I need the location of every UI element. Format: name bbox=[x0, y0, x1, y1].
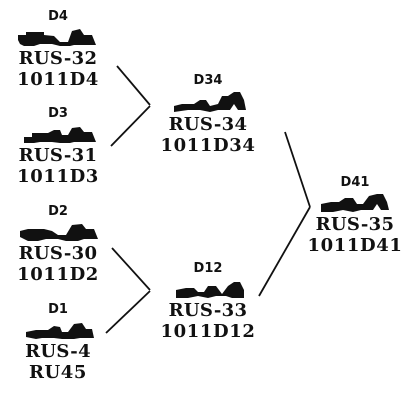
node-d3-tag: D3 bbox=[48, 106, 68, 121]
tread-profile-icon bbox=[321, 194, 389, 212]
node-d1-sub: RU45 bbox=[28, 362, 88, 383]
node-d1-code: RUS-4 bbox=[25, 341, 91, 362]
tread-profile-icon bbox=[24, 127, 96, 143]
node-d34-sub: 1011D34 bbox=[160, 135, 256, 156]
node-d34-code: RUS-34 bbox=[168, 114, 248, 135]
edge-d12-d41 bbox=[258, 206, 311, 297]
edge-d4-d34 bbox=[116, 65, 151, 106]
node-d3: D3 RUS-31 1011D3 bbox=[8, 107, 108, 187]
node-d4-tag: D4 bbox=[48, 9, 68, 24]
tread-profile-icon bbox=[176, 282, 244, 298]
node-d41: D41 RUS-35 1011D41 bbox=[300, 176, 410, 256]
node-d1: D1 RUS-4 RU45 bbox=[8, 303, 108, 383]
node-d4-sub: 1011D4 bbox=[17, 69, 99, 90]
edge-d1-d12 bbox=[105, 290, 151, 334]
node-d34: D34 RUS-34 1011D34 bbox=[148, 74, 268, 156]
tread-profile-icon bbox=[174, 92, 246, 112]
tread-profile-icon bbox=[26, 323, 94, 339]
node-d34-tag: D34 bbox=[193, 73, 223, 88]
node-d4: D4 RUS-32 1011D4 bbox=[8, 10, 108, 90]
node-d1-tag: D1 bbox=[48, 302, 68, 317]
edge-d34-d41 bbox=[284, 131, 311, 208]
node-d41-sub: 1011D41 bbox=[307, 235, 403, 256]
node-d3-sub: 1011D3 bbox=[17, 166, 99, 187]
node-d2-sub: 1011D2 bbox=[17, 264, 99, 285]
node-d12-tag: D12 bbox=[193, 261, 223, 276]
node-d2-tag: D2 bbox=[48, 204, 68, 219]
edge-d3-d34 bbox=[110, 105, 151, 147]
node-d12-sub: 1011D12 bbox=[160, 321, 256, 342]
tread-profile-icon bbox=[18, 29, 96, 46]
node-d3-code: RUS-31 bbox=[18, 145, 98, 166]
node-d2-code: RUS-30 bbox=[18, 243, 98, 264]
node-d2: D2 RUS-30 1011D2 bbox=[8, 205, 108, 285]
node-d4-code: RUS-32 bbox=[18, 48, 98, 69]
node-d41-tag: D41 bbox=[340, 175, 370, 190]
tread-profile-icon bbox=[20, 224, 98, 241]
node-d12-code: RUS-33 bbox=[168, 300, 248, 321]
node-d41-code: RUS-35 bbox=[315, 214, 395, 235]
edge-d2-d12 bbox=[111, 247, 151, 291]
node-d12: D12 RUS-33 1011D12 bbox=[148, 262, 268, 342]
